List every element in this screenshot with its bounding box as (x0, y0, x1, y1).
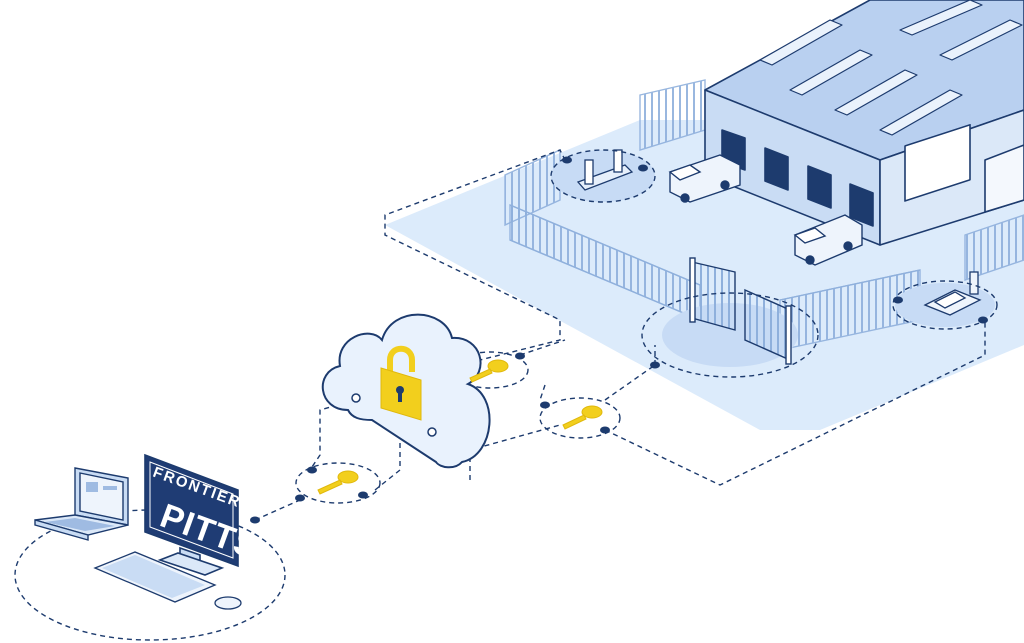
laptop (34, 467, 129, 541)
key-icon (469, 359, 509, 383)
warehouse-building (704, 0, 1024, 246)
workstation-zone-outline (14, 509, 286, 641)
gate-zone-outline (641, 292, 819, 378)
padlock-icon (380, 345, 422, 421)
access-gate (689, 257, 792, 365)
perimeter-fence (504, 79, 1024, 351)
key-node-2-outline (539, 397, 621, 439)
keyboard (93, 551, 217, 603)
barrier-zone-outline (892, 280, 998, 330)
key-icon (317, 470, 359, 495)
computer-mouse (214, 596, 242, 610)
delivery-van-1 (668, 154, 741, 203)
tyre-killer-barrier (923, 271, 982, 316)
desktop-monitor (144, 453, 239, 576)
network-nodes (250, 156, 988, 524)
key-node-3-outline (295, 462, 381, 504)
delivery-van-2 (793, 214, 863, 266)
network-links (254, 149, 986, 521)
bollard-zone-outline (550, 149, 656, 203)
road-blocker (576, 149, 634, 191)
key-icon (562, 405, 603, 430)
